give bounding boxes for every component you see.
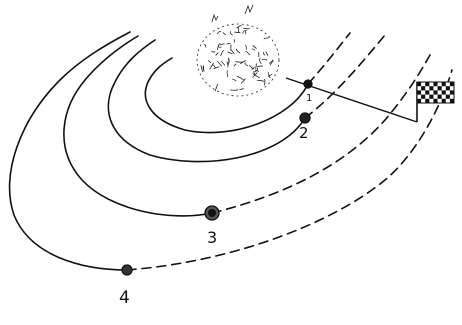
flag-check	[450, 82, 454, 86]
flag-check	[421, 95, 425, 99]
flag-check	[417, 82, 421, 86]
checkered-flag-icon	[417, 82, 454, 122]
lane-1-dashed	[308, 33, 350, 84]
lane-3-solid	[64, 36, 212, 216]
flag-check	[425, 99, 429, 103]
flag-check	[429, 95, 433, 99]
flag-check	[450, 99, 454, 103]
lane-2-dashed	[305, 35, 385, 118]
flag-check	[417, 90, 421, 94]
flag-check	[433, 82, 437, 86]
marker-label-1: 1	[306, 93, 312, 104]
lane-4-dashed	[127, 70, 452, 270]
flag-check	[429, 86, 433, 90]
flag-check	[442, 82, 446, 86]
flag-check	[442, 99, 446, 103]
flag-check	[425, 90, 429, 94]
flag-check	[442, 90, 446, 94]
flag-check	[417, 99, 421, 103]
flag-check	[438, 95, 442, 99]
sun-icon	[197, 5, 279, 96]
marker-label-4: 4	[119, 288, 130, 308]
marker-label-3: 3	[207, 228, 217, 247]
flag-check	[433, 99, 437, 103]
flag-check	[450, 90, 454, 94]
marble-4	[122, 265, 132, 275]
flag-check	[438, 86, 442, 90]
flag-check	[421, 86, 425, 90]
marble-1	[304, 80, 312, 88]
marker-label-2: 2	[299, 124, 309, 142]
lane-4-solid	[10, 32, 130, 270]
flag-check	[433, 90, 437, 94]
marble-3-core	[208, 209, 216, 217]
flag-check	[446, 95, 450, 99]
flag-check	[425, 82, 429, 86]
marble-2	[300, 113, 310, 123]
flag-check	[446, 86, 450, 90]
